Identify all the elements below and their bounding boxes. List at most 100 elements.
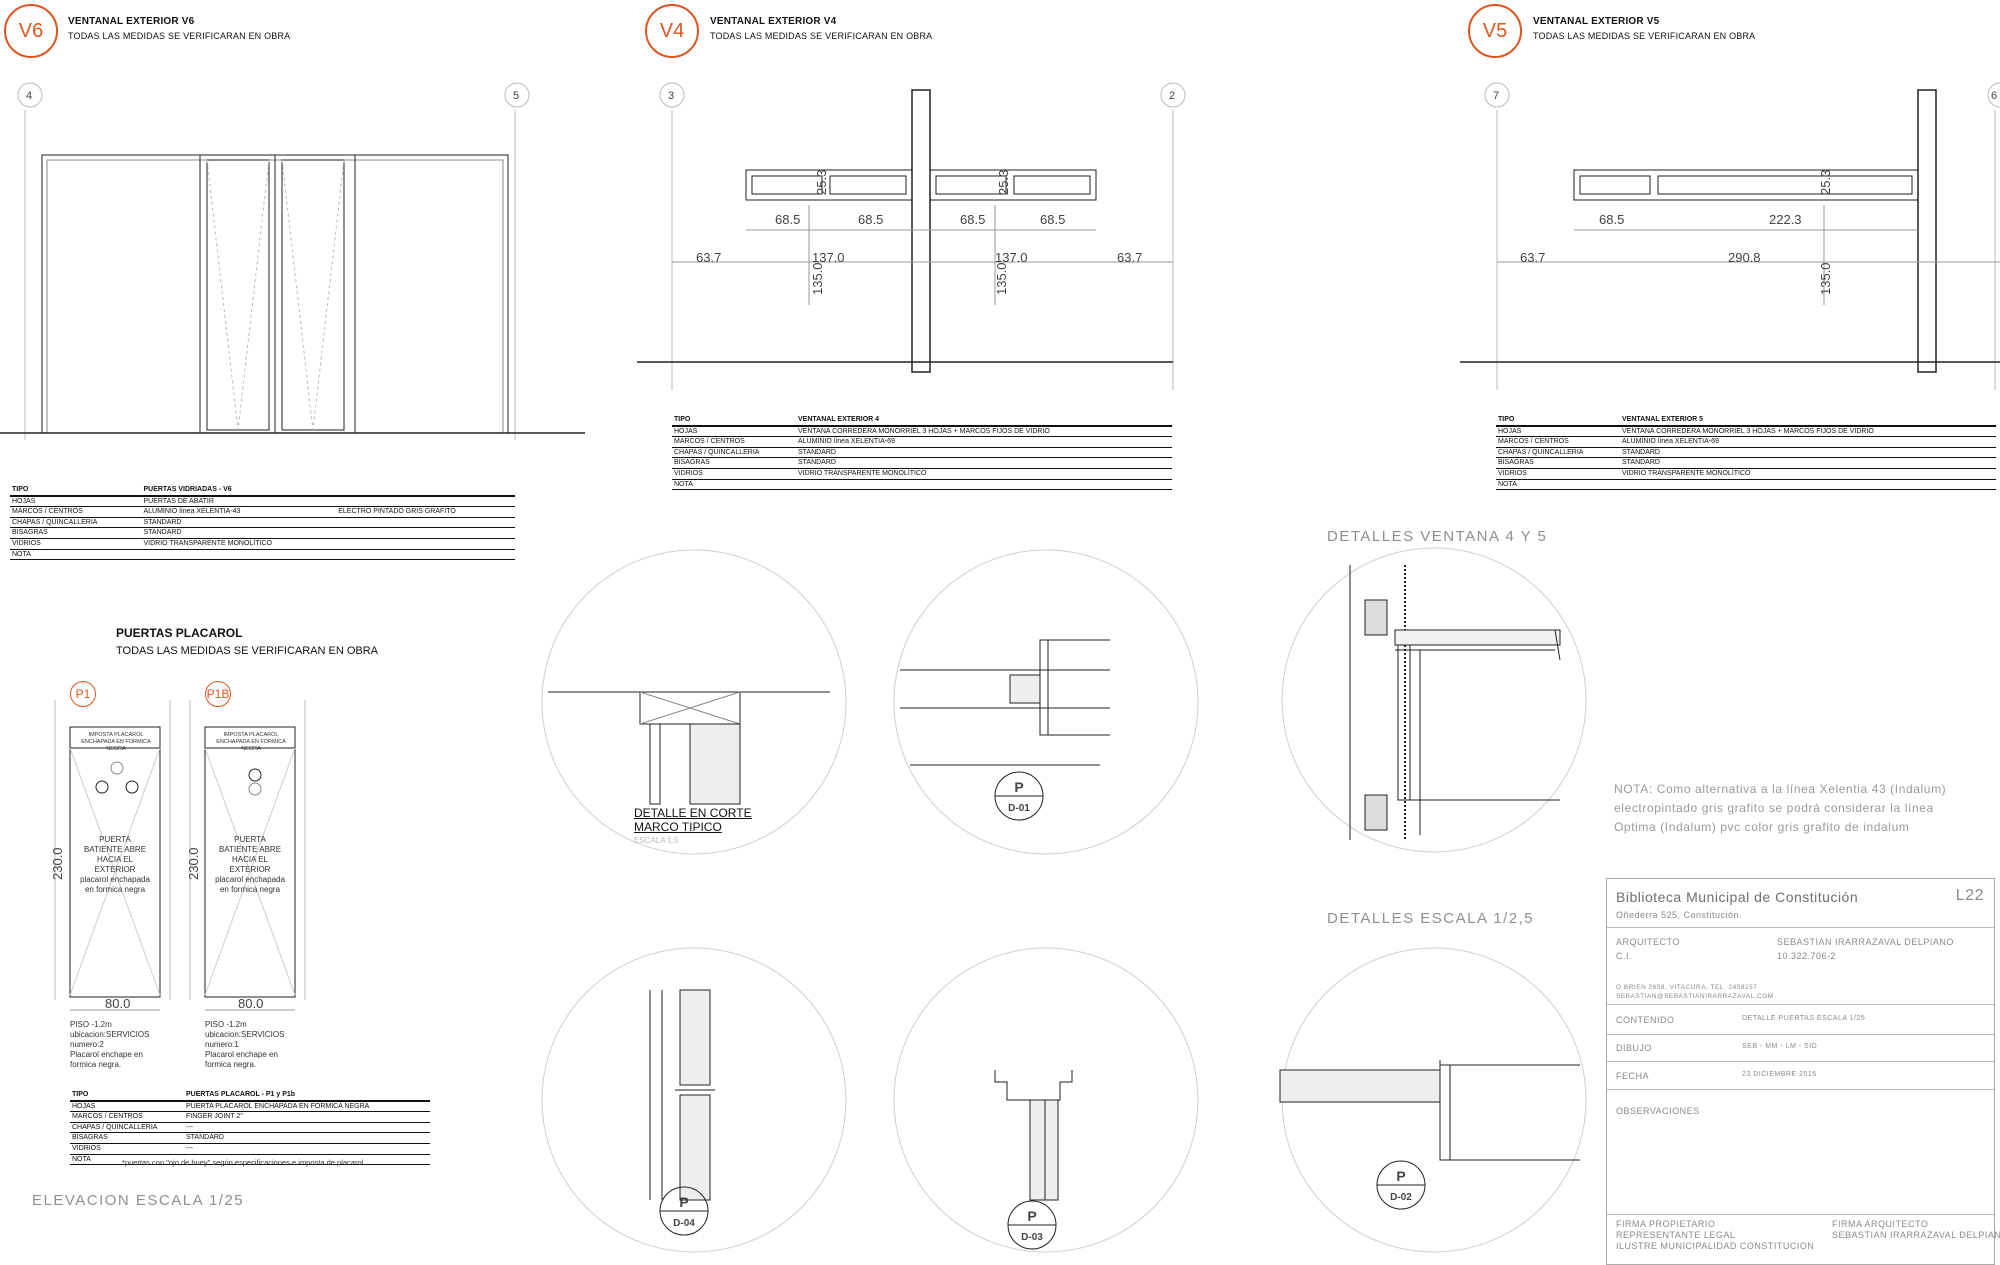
v5-axis-left: 7 (1493, 90, 1499, 102)
v5-dim-v1: 135.0 (1818, 262, 1833, 295)
contact-2: SEBASTIAN@SEBASTIANIRARRAZAVAL.COM (1616, 993, 1774, 1000)
v5-dim-w1: 68.5 (1599, 212, 1624, 227)
p1b-height: 230.0 (186, 847, 201, 880)
v4-dim-w4: 68.5 (1040, 212, 1065, 227)
bubble-d03-letter: P (1027, 1208, 1036, 1224)
v5-dim-o2: 290.8 (1728, 250, 1761, 265)
v6-axis-right: 5 (513, 90, 519, 102)
v5-dim-h1: 25.3 (1818, 170, 1833, 195)
v4-dim-w3: 68.5 (960, 212, 985, 227)
v6-title: VENTANAL EXTERIOR V6 (68, 16, 195, 27)
v4-dim-w1: 68.5 (775, 212, 800, 227)
d01-detail (900, 639, 1110, 766)
firma-arquitecto: FIRMA ARQUITECTO (1832, 1219, 1929, 1229)
v4-dim-o2: 137.0 (812, 250, 845, 265)
v4-dim-h2: 25.3 (996, 170, 1011, 195)
v6-axis-left: 4 (26, 90, 32, 102)
p1-header: IMPOSTA PLACAROL ENCHAPADA EN FORMICA NE… (81, 732, 151, 752)
p1b-header: IMPOSTA PLACAROL ENCHAPADA EN FORMICA NE… (216, 732, 286, 752)
p1-height: 230.0 (50, 847, 65, 880)
ventana-detail (1349, 565, 1561, 840)
xelentia-note: NOTA: Como alternativa a la línea Xelent… (1614, 782, 1947, 834)
contact-1: O BRIEN 2658, VITACURA, TEL. 2458257 (1616, 984, 1758, 991)
placarol-title: PUERTAS PLACAROL (116, 626, 243, 640)
p1-notes: PISO -1.2m ubicacion:SERVICIOS numero:2 … (70, 1020, 150, 1069)
project-name: Biblioteca Municipal de Constitución (1616, 889, 1859, 905)
v5-tag: V5 (1468, 4, 1522, 58)
bubble-d04-letter: P (679, 1194, 688, 1210)
contenido-value: DETALLE PUERTAS ESCALA 1/25 (1742, 1015, 1866, 1022)
bubble-d03-code: D-03 (1021, 1232, 1043, 1243)
placarol-footnote: *puertas con "ojo de buey" según especif… (122, 1158, 364, 1167)
p1-width: 80.0 (105, 996, 130, 1011)
arquitecto-name: SEBASTIAN IRARRAZAVAL DELPIANO (1777, 937, 1954, 947)
fecha-value: 23 DICIEMBRE 2015 (1742, 1071, 1817, 1078)
bubble-d04-code: D-04 (673, 1218, 695, 1229)
v5-title: VENTANAL EXTERIOR V5 (1533, 16, 1660, 27)
observaciones-label: OBSERVACIONES (1616, 1106, 1700, 1116)
v6-elevation (0, 110, 585, 440)
v5-elevation (1460, 89, 2000, 390)
title-block: Biblioteca Municipal de Constitución L22… (1606, 878, 2000, 1265)
municipalidad: ILUSTRE MUNICIPALIDAD CONSTITUCION (1616, 1241, 1815, 1251)
fecha-label: FECHA (1616, 1071, 1650, 1081)
sheet-number: L22 (1955, 887, 1984, 904)
arquitecto-firma-name: SEBASTIAN IRARRAZAVAL DELPIANO (1832, 1230, 2000, 1240)
project-address: Oñederra 525, Constitución. (1616, 910, 1743, 920)
v5-subtitle: TODAS LAS MEDIDAS SE VERIFICARAN EN OBRA (1533, 31, 1756, 41)
d03-detail (994, 1070, 1073, 1201)
ci-value: 10.322.706-2 (1777, 951, 1837, 961)
marco-title: DETALLE EN CORTE MARCO TIPICO (634, 806, 752, 834)
p1b-tag: P1B (205, 681, 231, 707)
dibujo-value: SEB - MM - LM - SID (1742, 1043, 1818, 1050)
ci-label: C.I. (1616, 951, 1633, 961)
p1b-width: 80.0 (238, 996, 263, 1011)
v4-title: VENTANAL EXTERIOR V4 (710, 16, 837, 27)
v4-axis-left: 3 (668, 90, 674, 102)
ventana-details-label: DETALLES VENTANA 4 Y 5 (1327, 528, 1548, 545)
marco-detail (548, 691, 830, 805)
v4-axis-right: 2 (1169, 90, 1175, 102)
v4-dim-w2: 68.5 (858, 212, 883, 227)
p1-body: PUERTA BATIENTE ABRE HACIA EL EXTERIOR p… (80, 835, 150, 894)
dibujo-label: DIBUJO (1616, 1043, 1653, 1053)
escala-details-label: DETALLES ESCALA 1/2,5 (1327, 910, 1535, 927)
v6-subtitle: TODAS LAS MEDIDAS SE VERIFICARAN EN OBRA (68, 31, 291, 41)
representante-legal: REPRESENTANTE LEGAL (1616, 1230, 1736, 1240)
v4-tag: V4 (645, 4, 699, 58)
arquitecto-label: ARQUITECTO (1616, 937, 1680, 947)
p1b-body: PUERTA BATIENTE ABRE HACIA EL EXTERIOR p… (215, 835, 285, 894)
contenido-label: CONTENIDO (1616, 1015, 1675, 1025)
v4-dim-v2: 135.0 (994, 262, 1009, 295)
v4-subtitle: TODAS LAS MEDIDAS SE VERIFICARAN EN OBRA (710, 31, 933, 41)
v4-dim-o3: 137.0 (995, 250, 1028, 265)
d04-detail (649, 989, 715, 1201)
v5-dim-o1: 63.7 (1520, 250, 1545, 265)
v4-dim-o4: 63.7 (1117, 250, 1142, 265)
v4-elevation (637, 89, 1174, 390)
v6-tag: V6 (4, 4, 58, 58)
v4-dim-v1: 135.0 (810, 262, 825, 295)
bubble-d02-code: D-02 (1390, 1192, 1412, 1203)
marco-scale: ESCALA 1:5 (634, 836, 679, 845)
placarol-doors (54, 700, 306, 1011)
v5-dim-w2: 222.3 (1769, 212, 1802, 227)
bubble-d02-letter: P (1396, 1168, 1405, 1184)
elevation-scale-label: ELEVACION ESCALA 1/25 (32, 1192, 245, 1209)
v4-dim-h1: 25.3 (814, 170, 829, 195)
v5-axis-right: 6 (1991, 90, 1997, 102)
placarol-subtitle: TODAS LAS MEDIDAS SE VERIFICARAN EN OBRA (116, 645, 379, 657)
v4-dim-o1: 63.7 (696, 250, 721, 265)
p1-tag: P1 (70, 681, 96, 707)
bubble-d01-letter: P (1014, 779, 1023, 795)
bubble-d01-code: D-01 (1008, 803, 1030, 814)
d02-detail (1279, 1060, 1580, 1161)
p1b-notes: PISO -1.2m ubicacion:SERVICIOS numero:1 … (205, 1020, 285, 1069)
firma-propietario: FIRMA PROPIETARIO (1616, 1219, 1716, 1229)
